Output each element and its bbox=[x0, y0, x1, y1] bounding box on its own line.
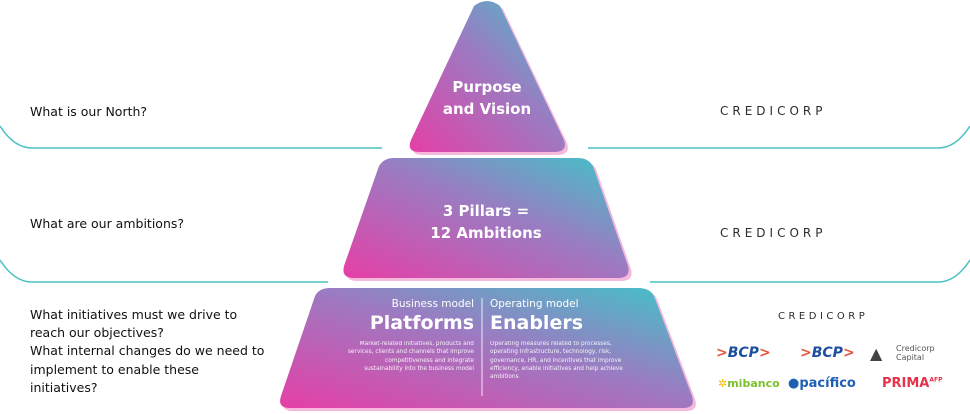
question-line: What initiatives must we drive to bbox=[30, 307, 238, 322]
separator-line-mid-left bbox=[0, 259, 328, 283]
separator-line-mid-right bbox=[650, 259, 970, 283]
platforms-description: Market-related initiatives, products and… bbox=[310, 340, 474, 373]
tier-middle-line1: 3 Pillars = bbox=[442, 202, 530, 220]
pyramid-middle-tier bbox=[343, 158, 629, 278]
enablers-description: Operating measures related to processes,… bbox=[490, 340, 650, 381]
question-line: reach our objectives? bbox=[30, 325, 164, 341]
capital-line: Capital bbox=[896, 353, 925, 362]
credicorp-logo: CREDICORP bbox=[778, 311, 869, 322]
platforms-subtitle: Business model bbox=[391, 298, 474, 310]
pyramid-base-tier bbox=[280, 288, 693, 408]
question-ambitions: What are our ambitions? bbox=[30, 216, 185, 231]
desc-line: governance, HR, and incentives that impr… bbox=[490, 357, 622, 364]
question-line: initiatives? bbox=[30, 379, 98, 395]
prima-suffix: AFP bbox=[929, 376, 943, 384]
credicorp-logo: CREDICORP bbox=[720, 104, 827, 118]
platforms-column: Business model Platforms Market-related … bbox=[310, 298, 474, 373]
tier-top-line2: and Vision bbox=[442, 100, 532, 118]
prima-label: PRIMA bbox=[882, 376, 930, 391]
bcp-logo: >BCP> bbox=[800, 345, 855, 361]
bcp-arrow-icon: > bbox=[758, 345, 771, 361]
question-north: What is our North? bbox=[30, 104, 148, 119]
question-line: What internal changes do we need to bbox=[30, 343, 265, 359]
platforms-title: Platforms bbox=[369, 312, 474, 334]
credicorp-capital-logo: ▲ Credicorp Capital bbox=[870, 344, 935, 363]
desc-line: Market-related initiatives, products and bbox=[359, 341, 474, 347]
enablers-subtitle: Operating model bbox=[490, 298, 579, 310]
desc-line: efficiency, enable initiatives and help … bbox=[490, 365, 623, 372]
mountain-icon: ▲ bbox=[870, 344, 883, 363]
question-line: implement to enable these bbox=[30, 361, 199, 377]
enablers-title: Enablers bbox=[490, 312, 584, 334]
tier-top-line1: Purpose bbox=[452, 78, 522, 96]
desc-line: Operating measures related to processes, bbox=[490, 341, 612, 347]
credicorp-capital-label: Credicorp Capital bbox=[896, 344, 935, 362]
question-initiatives: What initiatives must we drive to reach … bbox=[30, 306, 290, 397]
bcp-label: BCP bbox=[811, 345, 843, 361]
mibanco-label: mibanco bbox=[727, 377, 780, 390]
bcp-logo: >BCP> bbox=[716, 345, 771, 361]
bcp-arrow-icon: > bbox=[716, 345, 728, 361]
capital-line: Credicorp bbox=[896, 344, 935, 353]
credicorp-logo: CREDICORP bbox=[720, 226, 827, 240]
bcp-label: BCP bbox=[727, 345, 759, 361]
desc-line: operating infrastructure, technology, ri… bbox=[490, 349, 612, 356]
mibanco-logo: ✲mibanco bbox=[718, 377, 780, 390]
separator-line-top-left bbox=[0, 125, 382, 149]
mibanco-star-icon: ✲ bbox=[718, 377, 728, 390]
tier-top-text: Purpose and Vision bbox=[414, 76, 560, 120]
pacifico-logo: ●pacífico bbox=[788, 376, 856, 391]
prima-afp-logo: PRIMAAFP bbox=[882, 376, 943, 391]
desc-line: ambitions bbox=[490, 374, 519, 381]
pacifico-label: pacífico bbox=[799, 376, 856, 391]
enablers-column: Operating model Enablers Operating measu… bbox=[490, 298, 650, 381]
pacifico-circle-icon: ● bbox=[788, 376, 800, 391]
desc-line: competitiveness and integrate bbox=[385, 357, 474, 364]
bcp-arrow-icon: > bbox=[800, 345, 812, 361]
tier-middle-text: 3 Pillars = 12 Ambitions bbox=[380, 200, 592, 244]
pyramid-top-tier bbox=[409, 1, 565, 152]
bcp-arrow-icon: > bbox=[842, 345, 855, 361]
desc-line: services, clients and channels that impr… bbox=[347, 349, 474, 356]
tier-middle-line2: 12 Ambitions bbox=[430, 224, 542, 242]
separator-line-top-right bbox=[588, 125, 970, 149]
desc-line: sustainability into the business model bbox=[364, 365, 474, 372]
